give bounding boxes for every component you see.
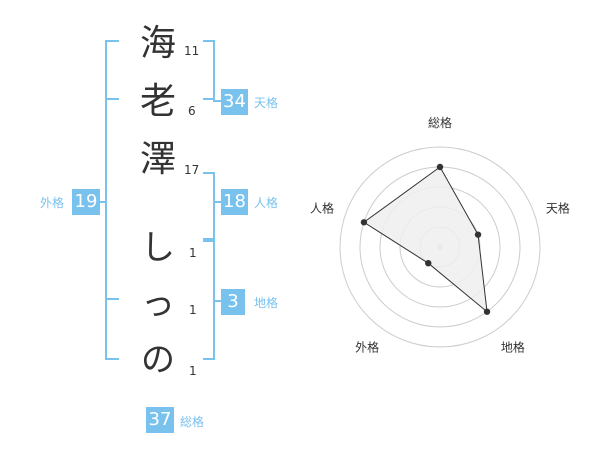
soukaku-label: 総格 <box>180 415 205 429</box>
stroke-count-5: 1 <box>189 303 197 317</box>
name-char-4: し <box>141 228 175 268</box>
stroke-count-2: 6 <box>188 104 196 118</box>
name-char-6: の <box>141 340 175 380</box>
stroke-count-1: 11 <box>184 44 200 58</box>
radar-point-3 <box>483 308 491 315</box>
soukaku-value: 37 <box>146 407 174 433</box>
radar-point-5 <box>360 219 368 226</box>
tenkaku-value: 34 <box>221 89 248 115</box>
stroke-count-3: 17 <box>184 163 200 177</box>
radar-axis-label-4: 外格 <box>355 339 379 354</box>
radar-grid-ring <box>339 146 541 348</box>
radar-series-polygon <box>363 166 488 313</box>
radar-point-1 <box>436 163 444 171</box>
radar-point-2 <box>474 231 482 238</box>
name-char-1: 海 <box>139 23 176 64</box>
radar-axis-label-5: 人格 <box>310 201 334 216</box>
gaikaku-label: 外格 <box>40 196 65 210</box>
radar-axis-label-2: 天格 <box>546 201 570 216</box>
stroke-count-4: 1 <box>189 246 197 260</box>
radar-point-4 <box>425 259 432 267</box>
name-char-3: 澤 <box>139 139 176 180</box>
jinkaku-label: 人格 <box>254 196 279 210</box>
radar-axis-label-3: 地格 <box>501 339 525 354</box>
chikaku-value: 3 <box>221 289 245 315</box>
name-char-5: っ <box>141 284 175 324</box>
gaikaku-value: 19 <box>72 189 100 215</box>
tenkaku-label: 天格 <box>254 96 279 110</box>
stroke-count-6: 1 <box>189 364 197 378</box>
name-char-2: 老 <box>139 81 176 122</box>
chikaku-label: 地格 <box>254 296 279 310</box>
jinkaku-value: 18 <box>221 189 248 215</box>
radar-axis-label-1: 総格 <box>428 115 452 130</box>
